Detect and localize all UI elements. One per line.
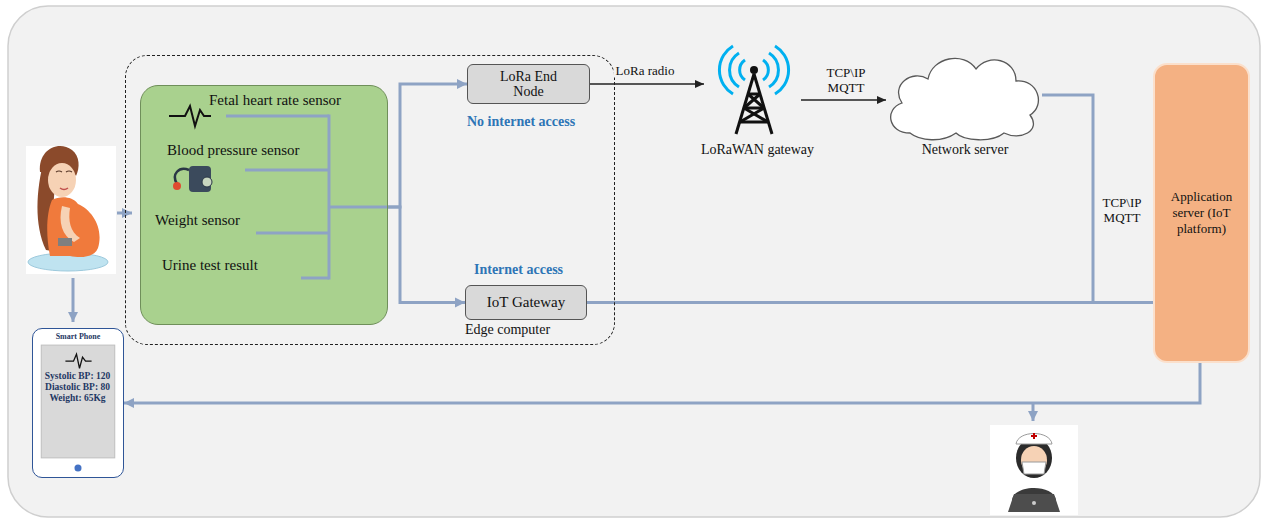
connector-line	[1042, 95, 1153, 303]
box-label: LoRa End Node	[490, 69, 568, 99]
edge-label: LoRa radio	[614, 63, 677, 78]
connector-line	[124, 363, 1200, 403]
sensor-label: Weight sensor	[155, 211, 240, 229]
region-label: Edge computer	[465, 322, 550, 338]
node-label: LoRaWAN gateway	[700, 141, 815, 158]
edge-computer-region: Edge computer Fetal heart rate sensorBloo…	[125, 55, 615, 345]
sensor-label: Blood pressure sensor	[167, 141, 299, 159]
connector-line	[388, 84, 467, 207]
access-note: No internet access	[467, 113, 575, 130]
pregnant-woman-illustration	[26, 146, 116, 274]
connector-line	[590, 83, 704, 84]
sensor-wiring	[141, 86, 387, 324]
blood-pressure-icon	[173, 166, 212, 192]
sensor-group-box: Fetal heart rate sensorBlood pressure se…	[140, 85, 388, 325]
connector-line	[587, 301, 1153, 304]
woman-to-phone-arrow	[72, 278, 75, 322]
phone-title: Smart Phone	[33, 332, 123, 342]
to-nurse-arrow	[1032, 403, 1035, 421]
process-box: IoT Gateway	[465, 285, 587, 320]
phone-readings: Systolic BP: 120 Diastolic BP: 80 Weight…	[44, 371, 111, 404]
box-label: Application server (IoT platform)	[1166, 189, 1238, 237]
sensor-label: Fetal heart rate sensor	[209, 91, 341, 109]
tower-icon	[700, 40, 815, 140]
process-box: Application server (IoT platform)	[1153, 63, 1250, 363]
connector-line	[388, 207, 465, 303]
connector-line	[801, 99, 886, 100]
gateway-node: LoRaWAN gateway	[700, 40, 815, 162]
smartphone-node: Smart PhoneSystolic BP: 120 Diastolic BP…	[32, 328, 124, 478]
box-label: IoT Gateway	[487, 294, 565, 311]
cloud-node: Network server	[880, 45, 1050, 162]
edge-label: TCP\IP MQTT	[820, 65, 872, 95]
heart-wave-icon	[169, 106, 211, 126]
outer-panel	[8, 6, 1260, 517]
edge-label: TCP\IP MQTT	[1096, 195, 1148, 225]
cloud-icon	[880, 45, 1050, 141]
nurse-illustration	[990, 425, 1078, 515]
node-label: Network server	[880, 141, 1050, 158]
sensor-label: Urine test result	[162, 256, 258, 274]
process-box: LoRa End Node	[467, 64, 590, 104]
access-note: Internet access	[474, 261, 563, 278]
